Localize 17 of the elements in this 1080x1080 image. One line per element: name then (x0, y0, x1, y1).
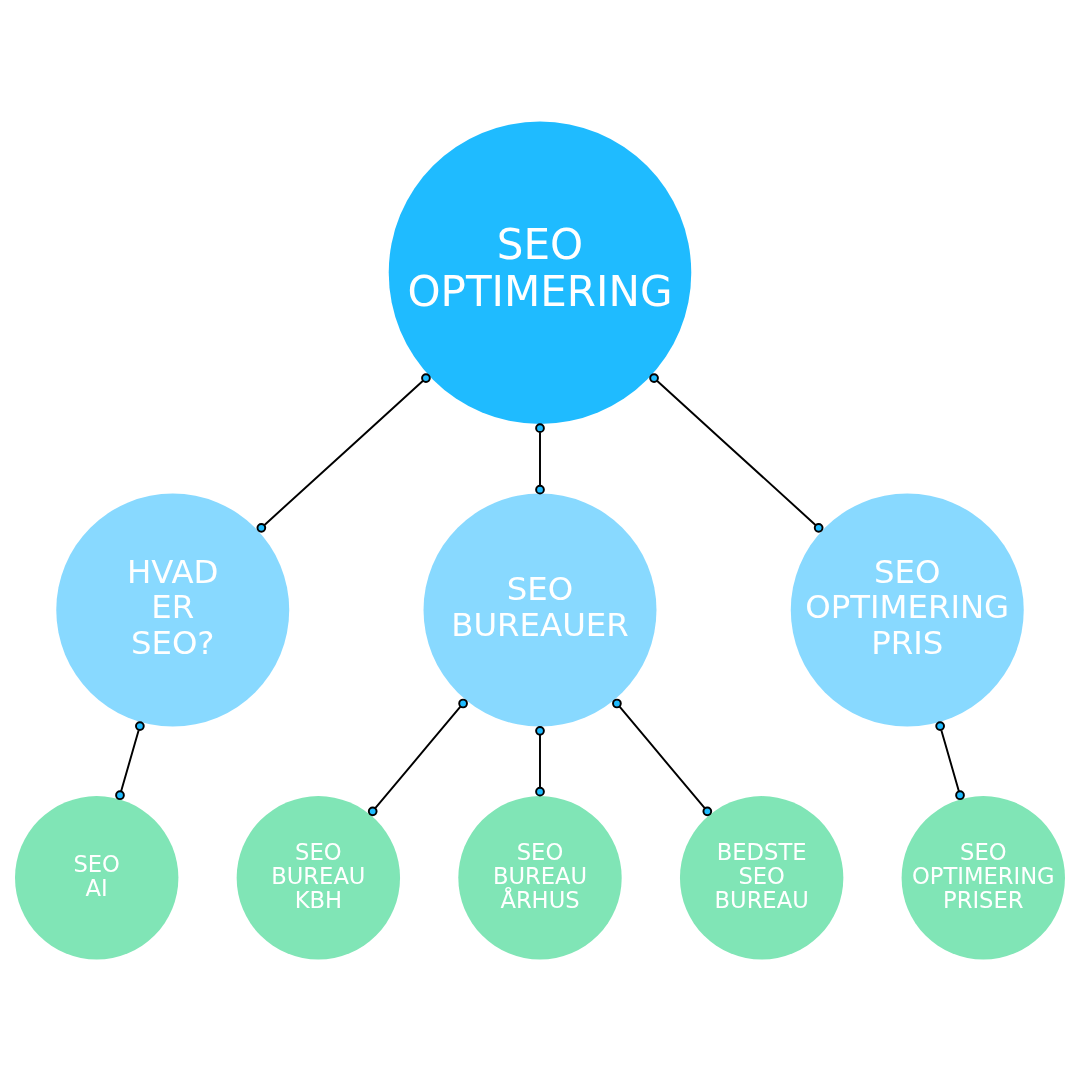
node-circle: HVAD ER SEO? (56, 493, 290, 727)
connector (935, 720, 965, 800)
node-circle: SEO OPTIMERING (388, 120, 692, 424)
node-circle: SEO BUREAU KBH (236, 795, 401, 960)
node-circle: SEO BUREAUER (423, 493, 657, 727)
connector (535, 422, 545, 495)
connector (367, 698, 468, 816)
connector (115, 720, 145, 800)
node-circle: SEO OPTIMERING PRISER (901, 795, 1065, 960)
node-circle: SEO OPTIMERING PRIS (790, 493, 1024, 727)
connector (649, 372, 824, 533)
node-circle: SEO AI (15, 795, 179, 960)
node-circle: SEO BUREAU ÅRHUS (458, 795, 622, 960)
connector (535, 725, 545, 796)
connector (256, 372, 431, 533)
node-circle: BEDSTE SEO BUREAU (679, 795, 844, 960)
connector (612, 698, 713, 816)
